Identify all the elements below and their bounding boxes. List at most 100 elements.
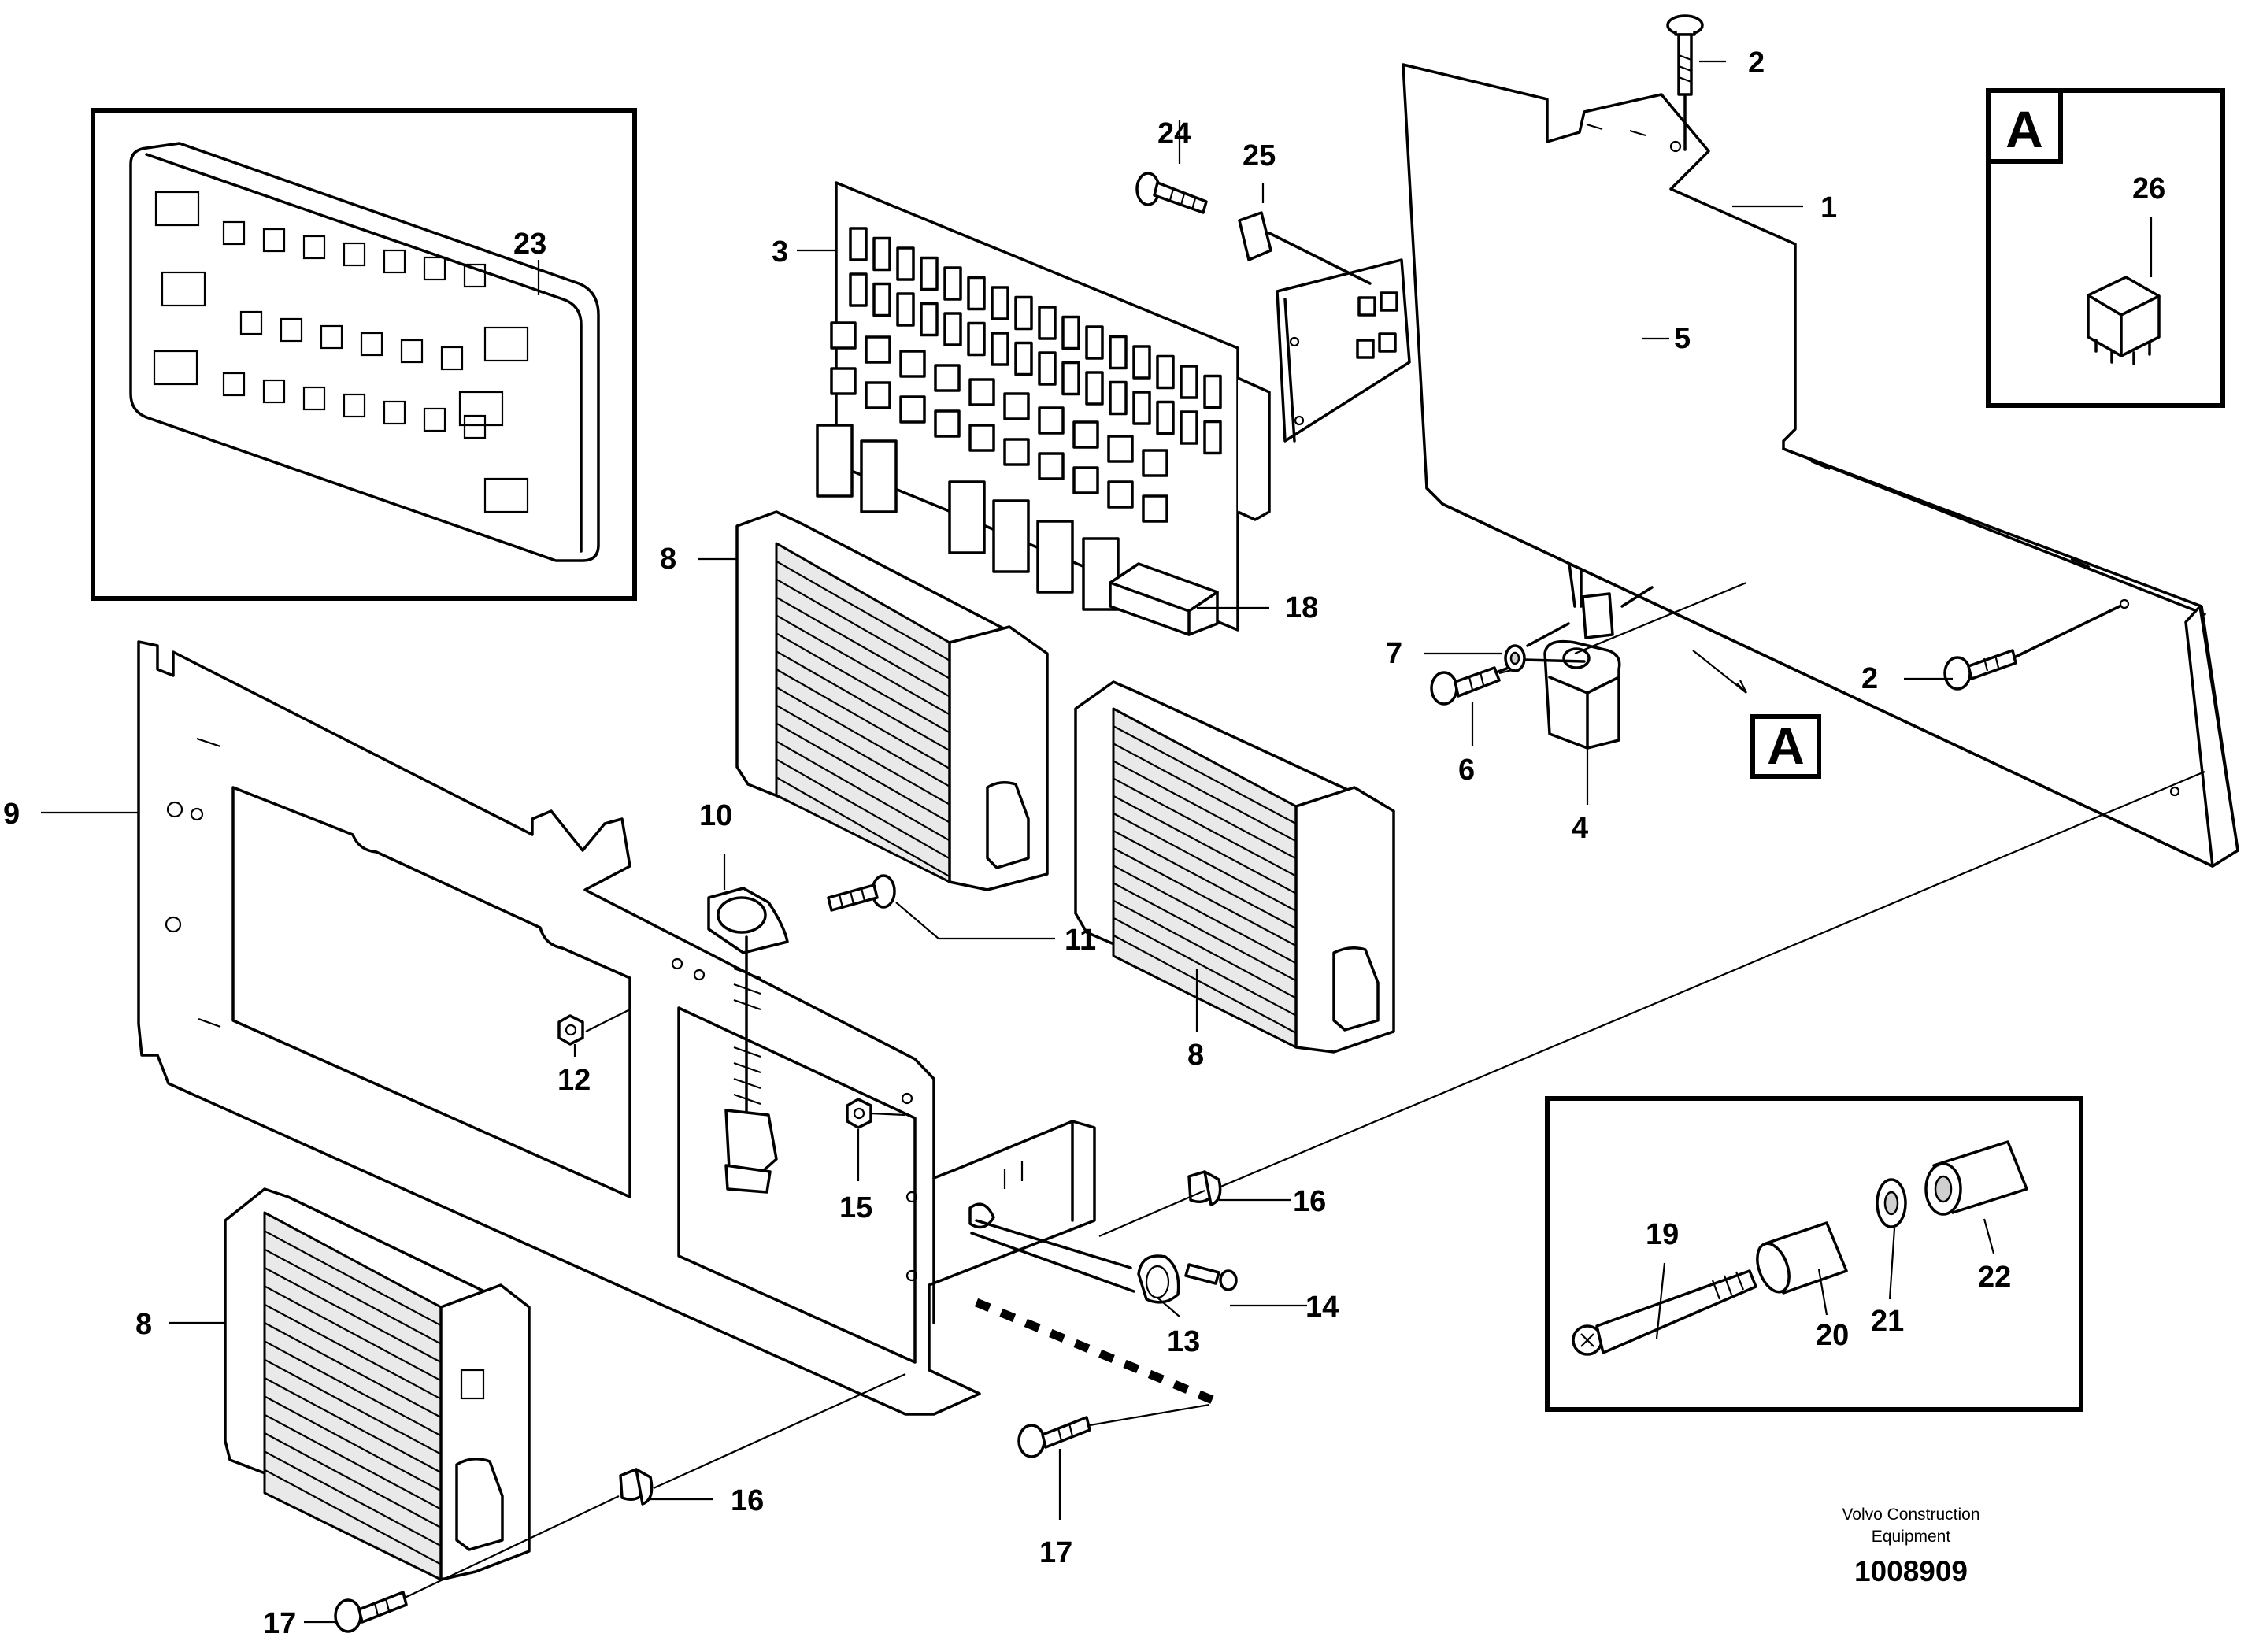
control-unit-8-upper: [735, 510, 1049, 891]
cooling-fin: [776, 614, 950, 716]
board-fuse: [1014, 341, 1033, 376]
board-fuse: [943, 312, 962, 346]
cooling-fin: [776, 632, 950, 734]
cooling-fin: [1113, 882, 1297, 982]
clip-16-left: [619, 1468, 654, 1506]
board-fuse: [1156, 400, 1175, 435]
control-unit-8-lower: [224, 1187, 531, 1581]
cooling-fin: [1113, 795, 1297, 895]
label-17-right: 17: [1039, 1536, 1072, 1569]
board-relay-small: [899, 395, 926, 424]
board-fuse: [1109, 380, 1128, 416]
label-3: 3: [772, 235, 788, 269]
cooling-fin: [1113, 760, 1297, 860]
connector-cell-large: [483, 326, 529, 362]
board-fuse: [896, 292, 915, 327]
board-relay-small: [1072, 466, 1099, 494]
cooling-fin: [264, 1230, 442, 1327]
board-relay-small: [1003, 392, 1030, 420]
cooling-fin: [264, 1450, 442, 1547]
cooling-fin: [776, 758, 950, 860]
board-relay-small: [1142, 494, 1168, 523]
board-relay-small: [1072, 420, 1099, 449]
connector-cell: [343, 393, 366, 418]
connector-cell-large: [161, 271, 206, 307]
label-22: 22: [1978, 1261, 2011, 1294]
connector-cell: [423, 256, 446, 281]
board-relay-large: [816, 424, 854, 498]
cooling-fin: [264, 1248, 442, 1345]
connector-cell: [262, 379, 286, 404]
label-14: 14: [1305, 1291, 1339, 1324]
cooling-fin: [264, 1413, 442, 1510]
label-8-right: 8: [1187, 1039, 1204, 1072]
detail-marker-a-text: A: [1767, 717, 1805, 775]
cooling-fin: [264, 1267, 442, 1363]
connector-cell-large: [154, 191, 200, 227]
cooling-fin: [264, 1377, 442, 1473]
label-5: 5: [1674, 322, 1691, 355]
board-fuse: [1085, 325, 1104, 360]
board-relay-small: [899, 350, 926, 378]
detail-box-connector-cover: [91, 108, 637, 601]
board-relay-small: [934, 409, 961, 438]
board-fuse: [1061, 315, 1080, 350]
label-16-left: 16: [731, 1484, 764, 1517]
label-6: 6: [1458, 754, 1475, 787]
board-relay-small: [968, 424, 995, 452]
board-fuse: [920, 302, 939, 337]
label-15: 15: [839, 1191, 872, 1224]
connector-cell: [440, 346, 464, 371]
board-relay-large: [948, 480, 986, 554]
connector-cell: [423, 407, 446, 432]
screw-24: [1135, 172, 1208, 214]
cooling-fin: [1113, 899, 1297, 999]
drawing-credit: Volvo Construction Equipment 1008909: [1842, 1506, 1979, 1587]
board-relay-small: [830, 321, 857, 350]
cooling-fin: [1113, 847, 1297, 947]
connector-cell: [383, 249, 406, 274]
board-components: [816, 227, 1222, 611]
label-25: 25: [1243, 139, 1276, 172]
cooling-fins-lower: [264, 1230, 442, 1565]
mount-10: [707, 887, 789, 1194]
cooling-fin: [264, 1303, 442, 1400]
connector-cell: [222, 372, 246, 397]
connector-cell: [262, 228, 286, 253]
mounting-plate-1: [1402, 63, 2239, 868]
fuse-holder-4: [1430, 586, 1654, 750]
cooling-fin: [776, 560, 950, 661]
cooling-fin: [1113, 934, 1297, 1034]
cooling-fin: [1113, 743, 1297, 843]
label-16-right: 16: [1293, 1185, 1326, 1218]
cooling-fin: [264, 1358, 442, 1455]
board-relay-small: [934, 364, 961, 392]
label-8-lower: 8: [135, 1308, 152, 1341]
detail-marker-a: A: [1750, 714, 1821, 779]
screw-2-top: [1666, 14, 1704, 151]
screw-11: [827, 874, 896, 912]
brand-line-2: Equipment: [1872, 1528, 1951, 1546]
cooling-fin: [1113, 725, 1297, 825]
nut-12: [557, 1014, 584, 1046]
board-fuse: [872, 236, 891, 272]
circuit-board-3: [816, 181, 1271, 636]
label-4: 4: [1572, 812, 1588, 845]
connector-cell: [463, 414, 487, 439]
label-11: 11: [1065, 924, 1096, 957]
clamp-13: [970, 1219, 1180, 1304]
leader-lines: [41, 60, 2153, 1624]
board-fuse: [1132, 345, 1151, 380]
board-fuse: [872, 282, 891, 317]
label-24: 24: [1157, 117, 1191, 150]
cooling-fin: [264, 1322, 442, 1418]
cooling-fin: [1113, 830, 1297, 929]
connector-cell: [383, 400, 406, 425]
board-fuse: [1156, 354, 1175, 390]
label-26: 26: [2132, 172, 2165, 206]
label-2-right: 2: [1861, 662, 1878, 695]
board-fuse: [967, 276, 986, 311]
board-relay-small: [1038, 406, 1065, 435]
cooling-fin: [264, 1432, 442, 1528]
cooling-fin: [1113, 917, 1297, 1017]
